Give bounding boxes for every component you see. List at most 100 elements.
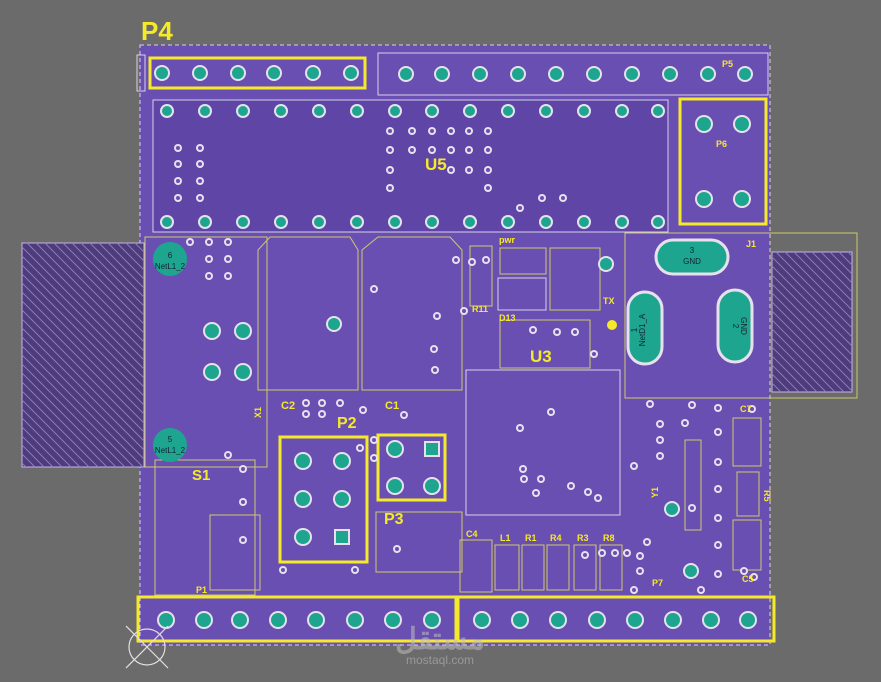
hatch-line — [21, 309, 145, 433]
hatch-line — [21, 264, 145, 388]
via-hole — [683, 421, 687, 425]
pad — [503, 106, 513, 116]
pad — [697, 192, 711, 206]
via-hole — [462, 309, 466, 313]
via-hole — [198, 146, 202, 150]
p5-label: P5 — [722, 59, 733, 69]
l1-pad-6-name: NetL1_2 — [155, 262, 186, 271]
pad — [664, 68, 676, 80]
p6-header-outline — [678, 97, 768, 226]
via-hole — [430, 148, 434, 152]
pad-square — [426, 443, 438, 455]
c11-outline — [361, 236, 463, 391]
pad — [503, 217, 513, 227]
pad — [328, 318, 340, 330]
p4-tab — [136, 54, 146, 92]
hatch-line — [771, 328, 836, 393]
pad — [512, 68, 524, 80]
pad — [162, 217, 172, 227]
pad — [741, 613, 755, 627]
hatch-line — [771, 319, 845, 393]
pad — [427, 217, 437, 227]
via-hole — [752, 575, 756, 579]
hatch-line — [802, 251, 853, 302]
via-hole — [555, 330, 559, 334]
hatch-line — [80, 242, 145, 307]
j1-label: J1 — [746, 239, 756, 249]
via-hole — [358, 446, 362, 450]
p3-header-outline — [376, 433, 447, 502]
hatch-line — [125, 242, 145, 262]
hatch-line — [35, 242, 145, 352]
via-hole — [632, 588, 636, 592]
hatch-line — [21, 354, 135, 468]
pad — [232, 67, 244, 79]
pad — [162, 106, 172, 116]
via-hole — [549, 410, 553, 414]
tx-label: TX — [603, 296, 615, 306]
via-hole — [486, 168, 490, 172]
watermark-latin: mostaql.com — [406, 653, 474, 667]
via-hole — [596, 496, 600, 500]
pad — [205, 324, 219, 338]
via-hole — [372, 287, 376, 291]
via-hole — [402, 413, 406, 417]
pad — [739, 68, 751, 80]
hatch-line — [771, 283, 853, 365]
p7-label: P7 — [652, 578, 663, 588]
via-hole — [281, 568, 285, 572]
tx-led-dot — [607, 320, 617, 330]
pad — [400, 68, 412, 80]
via-hole — [395, 547, 399, 551]
hatch-line — [771, 310, 853, 392]
via-hole — [449, 148, 453, 152]
pad — [513, 613, 527, 627]
pad — [352, 106, 362, 116]
s1-label: S1 — [192, 467, 210, 484]
hatch-line — [771, 364, 800, 393]
pad — [200, 106, 210, 116]
pad — [194, 67, 206, 79]
via-hole — [613, 551, 617, 555]
hatch-line — [21, 282, 145, 406]
hatch-line — [847, 251, 853, 257]
r4-outline — [546, 544, 570, 591]
pad — [314, 217, 324, 227]
l1-pad-5: 5 NetL1_2 — [153, 428, 187, 462]
j1-outline — [624, 232, 858, 399]
hatch-line — [21, 336, 145, 460]
c1-label: C1 — [385, 400, 399, 412]
pad — [617, 217, 627, 227]
hatch-line — [21, 327, 145, 451]
p5-header-outline — [377, 52, 769, 96]
pad — [653, 106, 663, 116]
via-hole — [454, 258, 458, 262]
pad — [590, 613, 604, 627]
pad-square — [336, 531, 348, 543]
hatch-line — [771, 382, 782, 393]
r11-label: R11 — [472, 304, 488, 314]
hatch-line — [21, 372, 117, 468]
via-hole — [658, 454, 662, 458]
pad — [159, 613, 173, 627]
pad — [735, 192, 749, 206]
via-hole — [648, 402, 652, 406]
via-hole — [690, 403, 694, 407]
hatch-line — [771, 256, 853, 338]
pad — [697, 117, 711, 131]
inductor-outline — [144, 236, 268, 468]
via-hole — [467, 148, 471, 152]
via-hole — [540, 196, 544, 200]
hatch-line — [771, 337, 827, 393]
pad — [307, 67, 319, 79]
pad — [465, 217, 475, 227]
pad — [276, 217, 286, 227]
via-hole — [226, 274, 230, 278]
s1-inner-outline — [209, 514, 261, 591]
via-hole — [241, 467, 245, 471]
p4-label: P4 — [141, 16, 173, 46]
p3-label: P3 — [384, 511, 404, 528]
pad — [579, 217, 589, 227]
hatch-line — [21, 426, 63, 468]
